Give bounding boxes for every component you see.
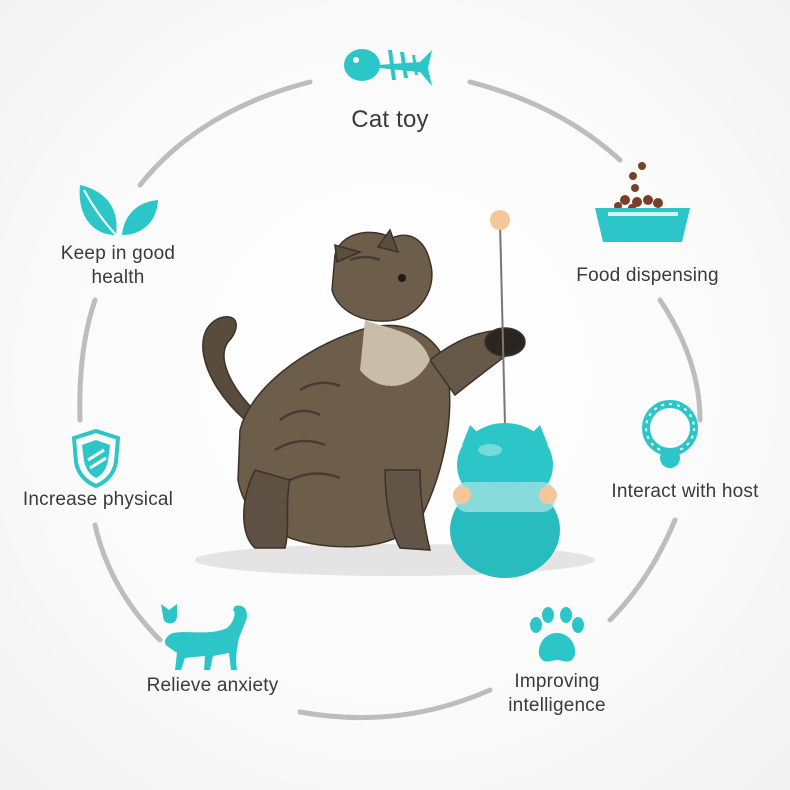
cat-ear-right	[376, 228, 400, 254]
pet-collar-icon	[642, 400, 698, 468]
feature-label-relieve-anxiety: Relieve anxiety	[146, 675, 279, 696]
toy-wand	[499, 221, 506, 426]
toy-side-ball	[453, 486, 471, 504]
ring-arc	[297, 687, 493, 721]
toy-highlight	[478, 444, 502, 456]
cat-chest	[360, 320, 430, 387]
ring-arc	[607, 517, 678, 623]
leaf-icon	[79, 185, 158, 236]
feature-label-cat-toy: Cat toy	[351, 106, 429, 133]
feature-label-food-dispensing: Food dispensing	[576, 265, 719, 286]
ring-arc	[467, 79, 623, 163]
paw-prints-icon	[530, 607, 584, 662]
food-bowl-icon	[595, 162, 690, 242]
feature-label-interact-with-host: Interact with host	[611, 481, 759, 502]
shield-icon	[71, 428, 121, 488]
cat-front-leg	[384, 469, 431, 551]
cat-ear-left	[334, 243, 363, 264]
cat-hind-leg	[243, 469, 291, 549]
toy-wand-ball	[490, 210, 510, 230]
feature-label-keep-in-good-health: Keep in good health	[60, 243, 176, 288]
toy-window	[455, 482, 555, 512]
cat-eye	[398, 274, 406, 282]
feature-label-improving-intelligence: Improving intelligence	[508, 671, 606, 716]
ring-arc	[92, 522, 163, 643]
cat-stripes	[274, 255, 381, 482]
cat	[202, 228, 526, 551]
ring-arc	[77, 297, 98, 423]
toy-side-ball	[539, 486, 557, 504]
cat-paw	[484, 327, 526, 357]
ring-arc	[657, 297, 703, 423]
ring-arc	[137, 79, 313, 188]
cat-silhouette-icon	[161, 604, 247, 670]
feature-label-increase-physical: Increase physical	[22, 489, 174, 510]
fish-bone-icon	[344, 49, 432, 86]
tumbler-toy	[450, 210, 560, 578]
cat-head	[331, 231, 433, 322]
cat-tail	[202, 316, 268, 421]
